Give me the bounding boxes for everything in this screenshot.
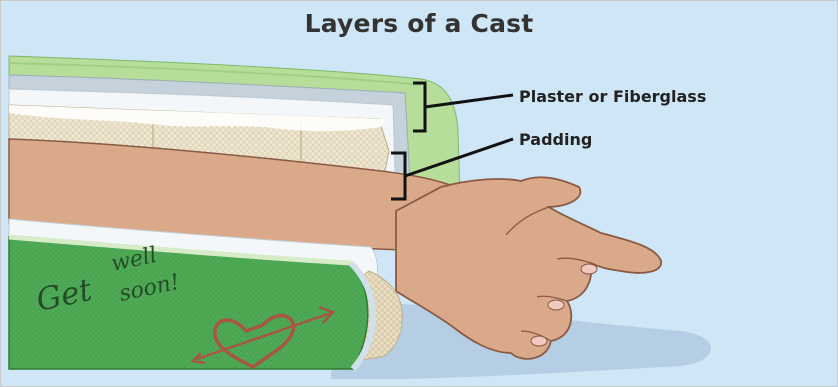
plaster-label: Plaster or Fiberglass <box>519 87 706 106</box>
fingernail <box>548 300 564 310</box>
diagram-title: Layers of a Cast <box>1 9 837 38</box>
fingernail <box>531 336 547 346</box>
padding-label: Padding <box>519 130 592 149</box>
fingernail <box>581 264 597 274</box>
